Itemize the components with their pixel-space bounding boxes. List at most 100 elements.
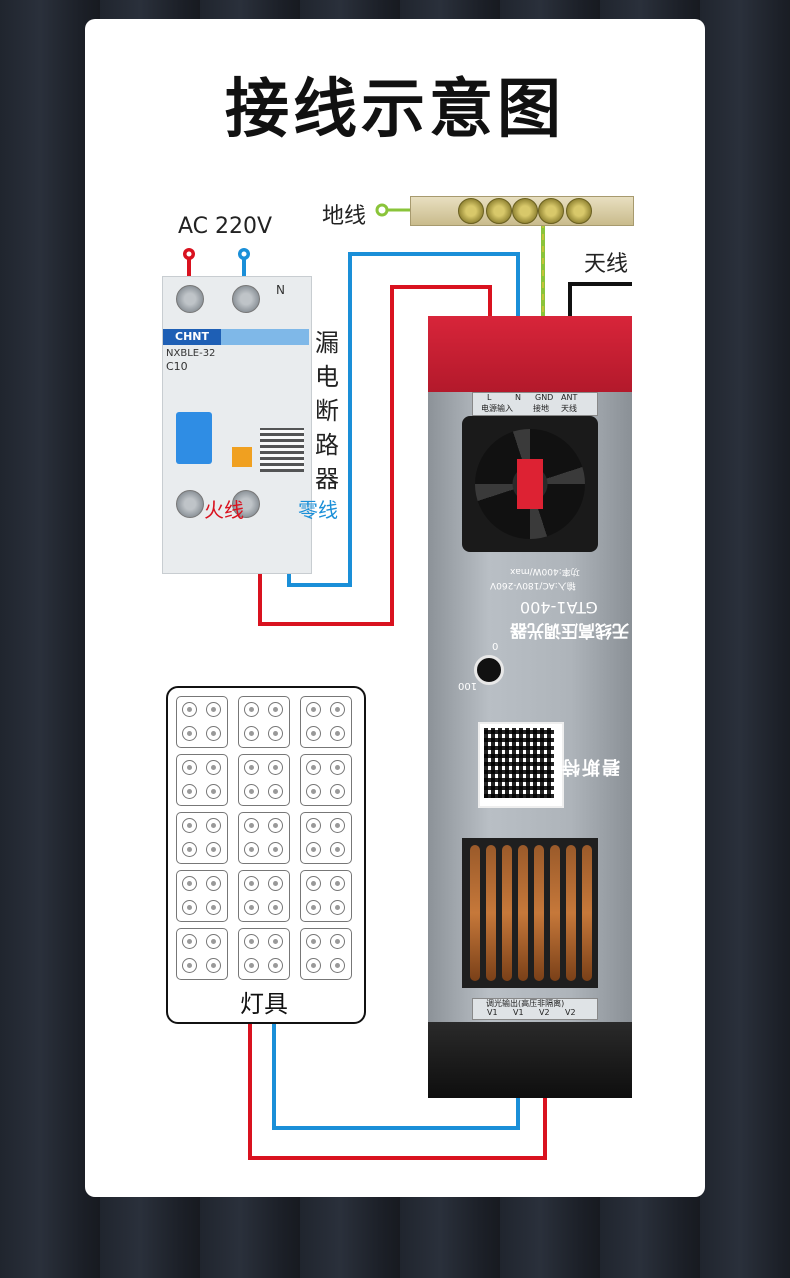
- ac-voltage-label: AC 220V: [178, 214, 273, 239]
- output-terminal-strip: [472, 998, 598, 1020]
- led-dot: [206, 702, 221, 717]
- terminal-n: N: [515, 393, 521, 402]
- breaker-screw: [232, 285, 260, 313]
- led-dot: [306, 900, 321, 915]
- dimmer-name: 无线高压调光器: [510, 620, 629, 640]
- breaker-rating: C10: [166, 360, 188, 373]
- vent-slot: [502, 845, 512, 981]
- led-dot: [206, 900, 221, 915]
- led-cell: [176, 812, 228, 864]
- terminal-v1-b: V1: [513, 1008, 524, 1017]
- led-dot: [306, 876, 321, 891]
- terminal-v2-b: V2: [565, 1008, 576, 1017]
- led-dot: [182, 784, 197, 799]
- led-cell: [176, 870, 228, 922]
- vent-slot: [550, 845, 560, 981]
- live-wire: [258, 285, 492, 626]
- output-desc: 调光输出(高压非隔离): [486, 999, 565, 1008]
- breaker-screw: [176, 490, 204, 518]
- led-dot: [244, 726, 259, 741]
- terminal-l: L: [487, 393, 492, 402]
- terminal-ant: ANT: [561, 393, 578, 402]
- led-dot: [244, 702, 259, 717]
- dimmer-qr-code: [484, 728, 554, 798]
- terminal-v1-a: V1: [487, 1008, 498, 1017]
- led-dot: [182, 702, 197, 717]
- led-dot: [268, 958, 283, 973]
- led-dot: [268, 760, 283, 775]
- busbar-screw: [458, 198, 484, 224]
- brightness-knob: [474, 655, 504, 685]
- led-cell: [238, 812, 290, 864]
- led-dot: [330, 760, 345, 775]
- led-dot: [330, 784, 345, 799]
- led-dot: [206, 934, 221, 949]
- led-cell: [238, 754, 290, 806]
- busbar-screw: [486, 198, 512, 224]
- led-dot: [206, 842, 221, 857]
- led-cell: [176, 696, 228, 748]
- led-dot: [244, 818, 259, 833]
- led-dot: [306, 760, 321, 775]
- led-dot: [182, 842, 197, 857]
- led-dot: [244, 784, 259, 799]
- breaker-n-mark: N: [276, 283, 285, 297]
- led-dot: [268, 842, 283, 857]
- led-dot: [268, 818, 283, 833]
- led-dot: [330, 702, 345, 717]
- lamp-label: 灯具: [240, 990, 288, 1018]
- page-title: 接线示意图: [225, 73, 565, 147]
- ground-wire-label: 地线: [322, 204, 367, 229]
- led-dot: [306, 958, 321, 973]
- led-cell: [238, 696, 290, 748]
- led-dot: [268, 784, 283, 799]
- led-dot: [182, 876, 197, 891]
- led-dot: [244, 900, 259, 915]
- led-cell: [176, 928, 228, 980]
- led-dot: [330, 726, 345, 741]
- led-dot: [182, 726, 197, 741]
- busbar-screw: [538, 198, 564, 224]
- led-dot: [330, 958, 345, 973]
- led-dot: [182, 900, 197, 915]
- fan-hub-label: [517, 459, 543, 509]
- led-dot: [330, 842, 345, 857]
- terminal-desc-antenna: 天线: [561, 404, 577, 413]
- knob-min-label: 0: [492, 640, 499, 651]
- led-dot: [182, 818, 197, 833]
- led-dot: [306, 842, 321, 857]
- led-dot: [244, 876, 259, 891]
- led-dot: [244, 958, 259, 973]
- led-dot: [244, 842, 259, 857]
- dimmer-spec-power: 功率:400W/max: [510, 566, 580, 576]
- breaker-brand-bar: [221, 329, 309, 345]
- breaker-label: 漏电断路器: [315, 329, 339, 493]
- terminal-gnd: GND: [535, 393, 554, 402]
- led-dot: [268, 726, 283, 741]
- breaker-switch: [176, 412, 212, 464]
- led-dot: [330, 934, 345, 949]
- led-dot: [206, 958, 221, 973]
- led-cell: [238, 870, 290, 922]
- led-dot: [306, 726, 321, 741]
- led-cell: [300, 928, 352, 980]
- live-wire-label: 火线: [204, 498, 244, 522]
- breaker-screw: [176, 285, 204, 313]
- led-dot: [244, 760, 259, 775]
- vent-slot: [566, 845, 576, 981]
- vent-slot: [534, 845, 544, 981]
- led-dot: [206, 818, 221, 833]
- led-dot: [268, 702, 283, 717]
- led-dot: [306, 934, 321, 949]
- dimmer-bottom-cap: [428, 1022, 632, 1098]
- led-dot: [268, 934, 283, 949]
- breaker-qr-code: [260, 428, 304, 472]
- led-dot: [306, 702, 321, 717]
- vent-slot: [518, 845, 528, 981]
- led-cell: [300, 870, 352, 922]
- neutral-wire-label: 零线: [298, 498, 338, 522]
- led-dot: [268, 876, 283, 891]
- breaker-brand: CHNT: [163, 329, 221, 345]
- antenna-label: 天线: [584, 252, 629, 277]
